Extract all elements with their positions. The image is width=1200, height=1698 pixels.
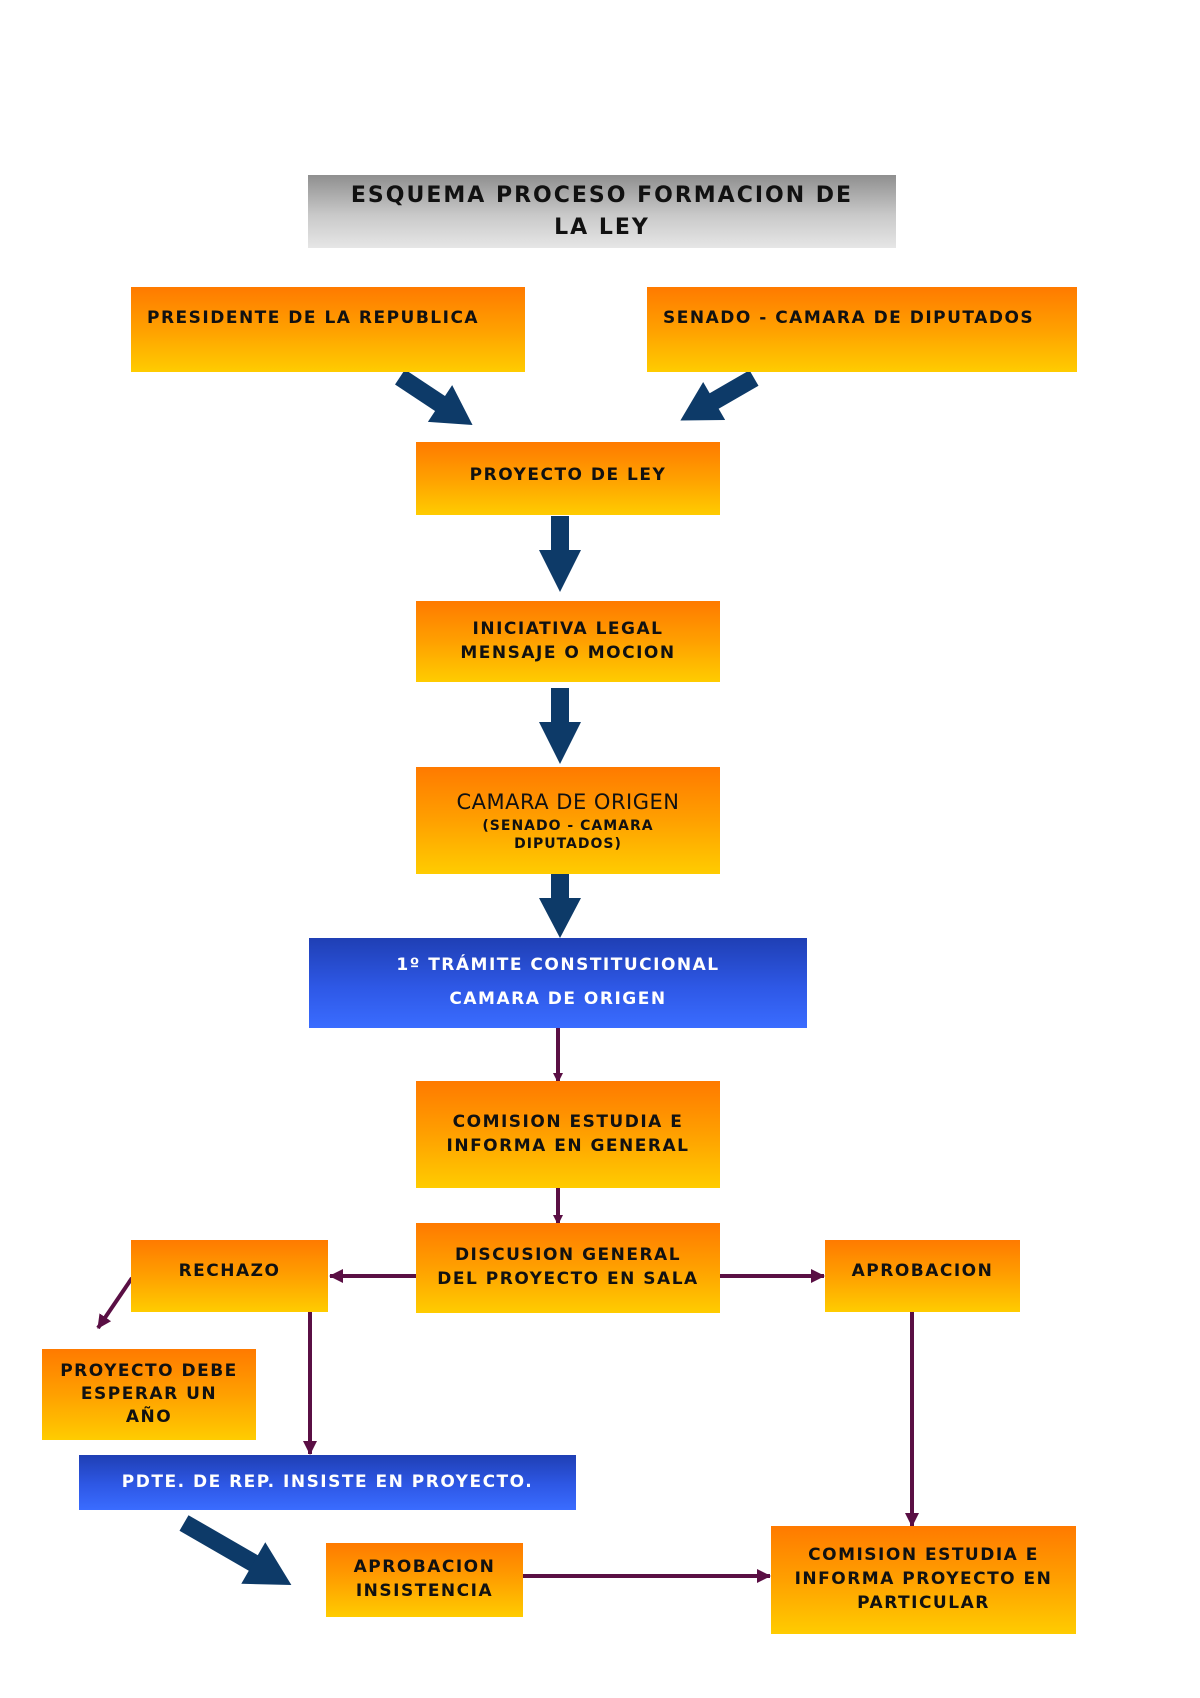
node-presidente: PRESIDENTE DE LA REPUBLICA — [131, 287, 525, 372]
node-tramite-line1: 1º TRÁMITE CONSTITUCIONAL — [396, 955, 720, 976]
node-proyecto-label: PROYECTO DE LEY — [469, 465, 667, 485]
node-pdte-insiste: PDTE. DE REP. INSISTE EN PROYECTO. — [79, 1455, 576, 1510]
node-aprobacion-label: APROBACION — [851, 1261, 994, 1281]
node-iniciativa-legal: INICIATIVA LEGAL MENSAJE O MOCION — [416, 601, 720, 682]
node-comision-particular-line1: COMISION ESTUDIA E — [808, 1545, 1039, 1566]
node-comision-particular-line3: PARTICULAR — [857, 1592, 990, 1613]
node-rechazo: RECHAZO — [131, 1240, 328, 1312]
node-comision-particular: COMISION ESTUDIA E INFORMA PROYECTO EN P… — [771, 1526, 1076, 1634]
node-aprobacion-insistencia: APROBACION INSISTENCIA — [326, 1543, 523, 1617]
node-camara-main: CAMARA DE ORIGEN — [456, 789, 680, 814]
node-discusion-line1: DISCUSION GENERAL — [454, 1245, 682, 1266]
node-aprobacion: APROBACION — [825, 1240, 1020, 1312]
node-insistencia-line2: INSISTENCIA — [355, 1581, 494, 1601]
node-tramite-line2: CAMARA DE ORIGEN — [449, 989, 667, 1009]
node-rechazo-label: RECHAZO — [178, 1261, 281, 1281]
node-senado-label: SENADO - CAMARA DE DIPUTADOS — [663, 308, 1035, 328]
node-primer-tramite: 1º TRÁMITE CONSTITUCIONAL CAMARA DE ORIG… — [309, 938, 807, 1028]
arrow-presidente-to-proyecto — [395, 369, 473, 426]
node-presidente-label: PRESIDENTE DE LA REPUBLICA — [147, 308, 480, 328]
node-esperar-line1: PROYECTO DEBE — [60, 1361, 238, 1382]
arrow-camara-to-tramite — [539, 872, 581, 938]
node-proyecto-de-ley: PROYECTO DE LEY — [416, 442, 720, 515]
node-camara-sub1: (SENADO - CAMARA — [482, 818, 654, 834]
node-iniciativa-line1: INICIATIVA LEGAL — [472, 618, 664, 639]
node-comision-general-line1: COMISION ESTUDIA E — [452, 1111, 684, 1132]
node-discusion-line2: DEL PROYECTO EN SALA — [437, 1269, 699, 1289]
node-esperar-line3: AÑO — [125, 1406, 173, 1427]
node-esperar-line2: ESPERAR UN — [80, 1384, 218, 1405]
arrow-iniciativa-to-camara — [539, 688, 581, 764]
arrow-insiste-to-aprobacion-insistencia — [179, 1515, 292, 1585]
node-comision-general-line2: INFORMA EN GENERAL — [446, 1135, 690, 1156]
node-insiste-label: PDTE. DE REP. INSISTE EN PROYECTO. — [121, 1471, 534, 1492]
connector-rechazo-to-esperar — [96, 1276, 134, 1330]
node-insistencia-line1: APROBACION — [353, 1557, 496, 1578]
node-esperar-un-ano: PROYECTO DEBE ESPERAR UN AÑO — [42, 1349, 256, 1440]
node-camara-de-origen: CAMARA DE ORIGEN (SENADO - CAMARA DIPUTA… — [416, 767, 720, 874]
diagram-title-line2: LA LEY — [554, 214, 650, 240]
node-comision-particular-line2: INFORMA PROYECTO EN — [794, 1569, 1053, 1590]
arrow-proyecto-to-iniciativa — [539, 516, 581, 592]
node-discusion-general: DISCUSION GENERAL DEL PROYECTO EN SALA — [416, 1223, 720, 1313]
diagram-title: ESQUEMA PROCESO FORMACION DE LA LEY — [308, 175, 896, 248]
node-iniciativa-line2: MENSAJE O MOCION — [460, 642, 676, 663]
diagram-title-line1: ESQUEMA PROCESO FORMACION DE — [350, 182, 854, 208]
node-senado: SENADO - CAMARA DE DIPUTADOS — [647, 287, 1077, 372]
node-camara-sub2: DIPUTADOS) — [514, 836, 622, 853]
node-comision-general: COMISION ESTUDIA E INFORMA EN GENERAL — [416, 1081, 720, 1188]
arrow-senado-to-proyecto — [680, 370, 759, 421]
